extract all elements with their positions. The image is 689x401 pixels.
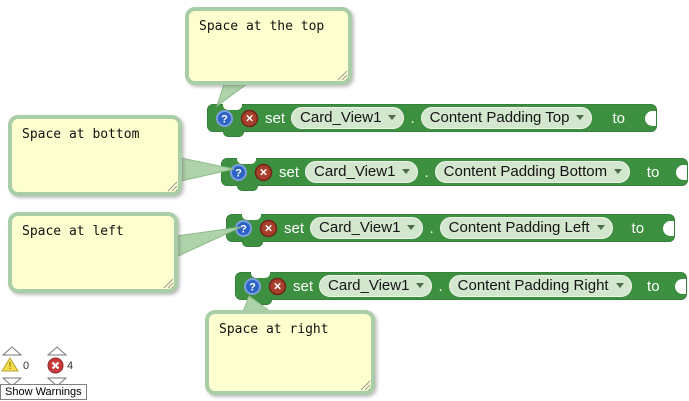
set-keyword: set — [279, 163, 300, 181]
set-content-padding-right-block[interactable]: ? × set Card_View1 . Content Padding Rig… — [235, 272, 687, 305]
property-dropdown-value: Content Padding Right — [457, 277, 609, 294]
prev-connector-notch — [237, 158, 256, 164]
warning-down-arrow[interactable] — [2, 377, 22, 387]
prev-connector-notch — [223, 104, 242, 110]
property-dropdown-value: Content Padding Top — [429, 109, 570, 126]
warning-icon: ! — [1, 357, 19, 372]
component-dropdown[interactable]: Card_View1 — [319, 275, 433, 297]
svg-text:?: ? — [249, 281, 256, 293]
svg-text:?: ? — [221, 113, 228, 125]
to-keyword: to — [646, 163, 660, 181]
component-dropdown-value: Card_View1 — [300, 109, 382, 126]
dropdown-arrow-icon — [388, 115, 397, 120]
comment-text: Space at bottom — [22, 127, 140, 142]
resize-handle-icon[interactable] — [163, 278, 174, 289]
set-content-padding-bottom-block[interactable]: ? × set Card_View1 . Content Padding Bot… — [221, 158, 688, 191]
svg-text:×: × — [265, 220, 273, 235]
error-badge-icon: × — [259, 219, 278, 237]
comment-space-at-right[interactable]: Space at right — [205, 310, 375, 395]
error-up-arrow[interactable] — [47, 346, 67, 356]
svg-text:×: × — [260, 164, 268, 179]
error-icon — [47, 357, 64, 374]
next-connector-bump — [242, 239, 263, 247]
value-socket[interactable] — [662, 220, 674, 236]
help-icon[interactable]: ? — [243, 277, 262, 296]
error-badge-icon: × — [254, 163, 273, 181]
warning-count: 0 — [23, 360, 30, 372]
set-content-padding-left-block[interactable]: ? × set Card_View1 . Content Padding Lef… — [226, 214, 675, 247]
next-connector-bump — [237, 183, 258, 191]
property-dropdown-value: Content Padding Left — [448, 219, 590, 236]
comment-text: Space at right — [219, 322, 329, 337]
error-badge-icon: × — [268, 277, 287, 295]
svg-text:?: ? — [240, 223, 247, 235]
dropdown-arrow-icon — [576, 115, 585, 120]
property-dropdown[interactable]: Content Padding Top — [420, 107, 593, 129]
resize-handle-icon[interactable] — [337, 70, 348, 81]
next-connector-bump — [223, 129, 244, 137]
set-content-padding-top-block[interactable]: ? × set Card_View1 . Content Padding Top… — [207, 104, 657, 137]
dropdown-arrow-icon — [402, 169, 411, 174]
component-dropdown-value: Card_View1 — [328, 277, 410, 294]
comment-text: Space at the top — [199, 19, 325, 34]
dot-separator: . — [429, 219, 434, 237]
property-dropdown-value: Content Padding Bottom — [443, 163, 608, 180]
comment-space-at-bottom[interactable]: Space at bottom — [8, 115, 182, 196]
prev-connector-notch — [242, 214, 261, 220]
property-dropdown[interactable]: Content Padding Right — [448, 275, 632, 297]
set-keyword: set — [284, 219, 305, 237]
component-dropdown[interactable]: Card_View1 — [310, 217, 424, 239]
svg-text:×: × — [246, 110, 254, 125]
dropdown-arrow-icon — [407, 225, 416, 230]
to-keyword: to — [631, 219, 645, 237]
svg-text:×: × — [274, 278, 282, 293]
component-dropdown[interactable]: Card_View1 — [291, 107, 405, 129]
dropdown-arrow-icon — [596, 225, 605, 230]
comment-text: Space at left — [22, 224, 124, 239]
show-warnings-button[interactable]: Show Warnings — [0, 384, 87, 400]
comment-space-at-left[interactable]: Space at left — [8, 212, 178, 293]
component-dropdown-value: Card_View1 — [314, 163, 396, 180]
dot-separator: . — [410, 109, 415, 127]
error-badge-icon: × — [240, 109, 259, 127]
value-socket[interactable] — [645, 110, 656, 126]
error-count: 4 — [67, 360, 74, 372]
property-dropdown[interactable]: Content Padding Bottom — [434, 161, 631, 183]
property-dropdown[interactable]: Content Padding Left — [439, 217, 613, 239]
next-connector-bump — [251, 297, 272, 305]
set-keyword: set — [265, 109, 286, 127]
to-keyword: to — [612, 109, 625, 127]
svg-text:?: ? — [235, 167, 242, 179]
dropdown-arrow-icon — [615, 283, 624, 288]
svg-text:!: ! — [9, 361, 12, 372]
help-icon[interactable]: ? — [229, 163, 248, 182]
warning-up-arrow[interactable] — [2, 346, 22, 356]
help-icon[interactable]: ? — [234, 219, 253, 238]
prev-connector-notch — [251, 272, 270, 278]
comment-space-at-top[interactable]: Space at the top — [185, 7, 352, 85]
error-down-arrow[interactable] — [47, 377, 67, 387]
dropdown-arrow-icon — [614, 169, 623, 174]
dot-separator: . — [424, 163, 429, 181]
component-dropdown-value: Card_View1 — [319, 219, 401, 236]
resize-handle-icon[interactable] — [167, 181, 178, 192]
value-socket[interactable] — [675, 164, 687, 180]
dropdown-arrow-icon — [416, 283, 425, 288]
resize-handle-icon[interactable] — [360, 380, 371, 391]
component-dropdown[interactable]: Card_View1 — [305, 161, 419, 183]
help-icon[interactable]: ? — [215, 109, 234, 128]
dot-separator: . — [438, 277, 443, 295]
set-keyword: set — [293, 277, 314, 295]
to-keyword: to — [647, 277, 660, 295]
value-socket[interactable] — [675, 278, 686, 294]
tail-top-comment — [216, 83, 249, 108]
